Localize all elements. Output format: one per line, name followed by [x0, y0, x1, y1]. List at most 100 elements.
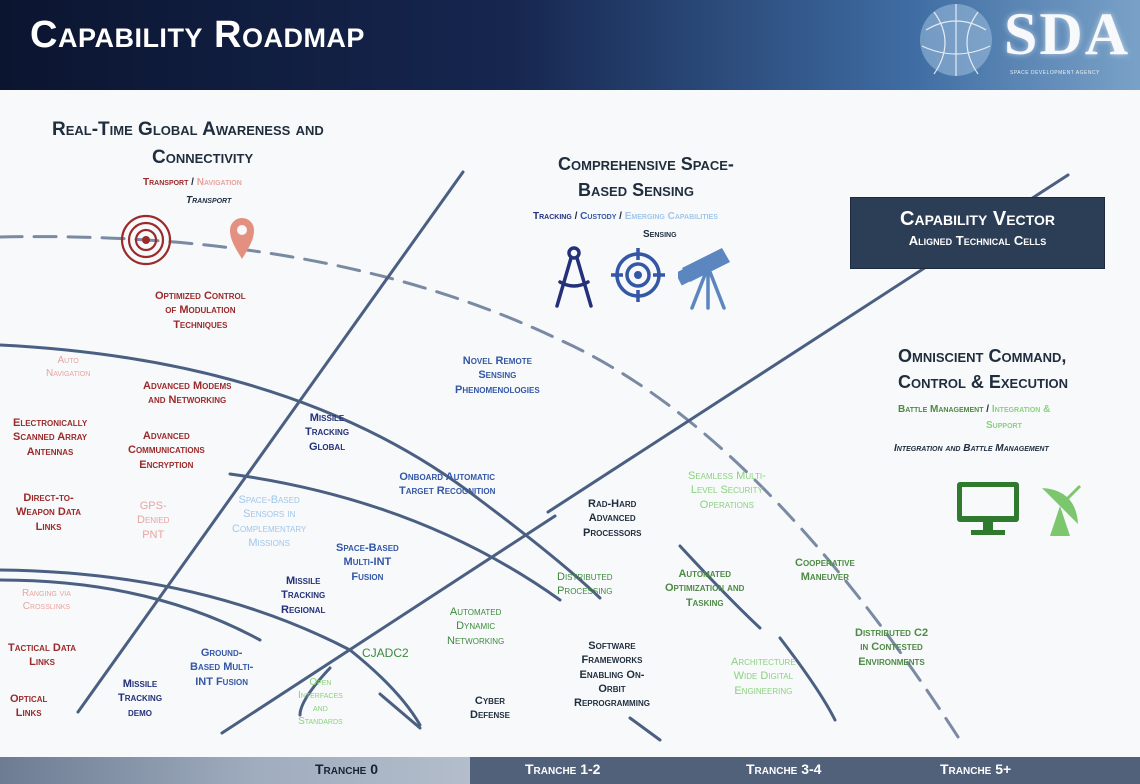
capability-text: Antennas [26, 445, 74, 458]
capability-auto-navigation: Auto Navigation [46, 354, 90, 380]
capability-text: Advanced [142, 430, 190, 442]
capability-text: Space-Based [238, 494, 300, 506]
capability-optical-links: Optical Links [10, 692, 47, 721]
capability-text: Missile [122, 678, 158, 690]
command-vector-label: Integration and Battle Management [894, 443, 1049, 454]
heading-sensing-line1: Comprehensive Space- [558, 154, 734, 174]
capability-text: Level Security [690, 484, 763, 497]
capability-text: Networking [447, 634, 505, 647]
capability-text: Software [588, 640, 636, 652]
capability-text: PNT [142, 528, 165, 541]
telescope-icon [678, 248, 730, 310]
capability-text: Processors [583, 526, 642, 539]
capability-distributed-processing: Distributed Processing [557, 570, 613, 599]
capability-vector-subtitle: Aligned Technical Cells [908, 233, 1047, 248]
cell-separator: / [619, 211, 622, 222]
capability-text: Advanced [588, 512, 636, 525]
command-cells: Battle Management / Integration & [898, 403, 1050, 416]
capability-text: Optimized Control [155, 290, 246, 302]
arc-9 [298, 666, 332, 717]
capability-text: Missile [285, 575, 321, 587]
capability-text: Open [309, 677, 332, 688]
logo-subtitle: SPACE DEVELOPMENT AGENCY [1010, 70, 1100, 76]
capability-text: Navigation [46, 368, 91, 379]
compass-icon [555, 246, 593, 308]
capability-tactical-data: Tactical Data Links [8, 641, 76, 670]
capability-text: Communications [128, 444, 205, 457]
capability-text: Tracking [281, 589, 326, 602]
capability-novel-remote: Novel Remote Sensing Phenomenologies [455, 354, 540, 397]
capability-text: INT Fusion [195, 675, 249, 688]
capability-text: Automated [678, 568, 731, 580]
capability-text: and Networking [148, 394, 227, 407]
capability-text: Denied [137, 514, 170, 527]
capability-optimized-control: Optimized Control of Modulation Techniqu… [155, 289, 246, 332]
capability-text: Dynamic [456, 620, 496, 633]
capability-text: CJADC2 [362, 646, 409, 660]
capability-direct-to-weapon: Direct-to- Weapon Data Links [16, 491, 81, 534]
sensing-cells: Tracking / Custody / Emerging Capabiliti… [533, 210, 718, 223]
capability-text: Interfaces [298, 690, 343, 701]
capability-text: Ground- [200, 647, 243, 659]
heading-command-line1: Omniscient Command, [898, 346, 1067, 366]
capability-text: Frameworks [581, 654, 643, 667]
capability-text: Auto [57, 355, 79, 366]
capability-text: Standards [298, 716, 343, 727]
arc-3 [228, 472, 562, 602]
satellite-dish-icon [1042, 484, 1082, 536]
capability-text: Defense [470, 709, 510, 722]
capability-text: Multi-INT [343, 556, 392, 569]
capability-text: Scanned Array [13, 431, 88, 444]
capability-text: Space-Based [336, 542, 399, 554]
capability-text: Distributed C2 [855, 627, 929, 639]
capability-text: Environments [858, 655, 925, 668]
vector-line-sensing [220, 514, 557, 735]
sda-globe-logo-icon [920, 4, 992, 76]
capability-ground-multi-int: Ground- Based Multi- INT Fusion [190, 646, 253, 689]
capability-rad-hard: Rad-Hard Advanced Processors [583, 497, 641, 540]
capability-text: Enabling On- [579, 668, 645, 681]
heading-command: Omniscient Command, Control & Execution [898, 343, 1068, 395]
heading-awareness-line2: Connectivity [152, 146, 254, 168]
capability-gps-denied: GPS- Denied PNT [137, 499, 169, 542]
sensing-vector-label: Sensing [643, 229, 677, 240]
heading-sensing-line2: Based Sensing [577, 180, 694, 201]
capability-text: Global [308, 440, 346, 453]
tranche-0-label: Tranche 0 [315, 761, 379, 777]
capability-missile-global: Missile Tracking Global [305, 411, 349, 454]
capability-text: Sensing [478, 369, 517, 382]
tranche-boundary-2 [0, 568, 422, 727]
arc-6 [778, 636, 837, 722]
tranche-1-2-label: Tranche 1-2 [525, 761, 601, 777]
capability-software-frameworks: Software Frameworks Enabling On- Orbit R… [574, 639, 650, 710]
capability-text: Cooperative [795, 557, 855, 569]
capability-text: Missions [248, 536, 290, 549]
capability-text: and [313, 703, 328, 714]
capability-text: Fusion [351, 570, 384, 583]
capability-cooperative-maneuver: Cooperative Maneuver [795, 556, 855, 585]
capability-vector-box: Capability Vector Aligned Technical Cell… [850, 197, 1105, 269]
capability-text: Engineering [734, 684, 793, 697]
arc-4 [0, 578, 262, 642]
capability-text: Target Recognition [399, 485, 496, 498]
capability-esa-antennas: Electronically Scanned Array Antennas [13, 416, 87, 459]
capability-vector-title: Capability Vector [900, 208, 1055, 230]
capability-text: Seamless Multi- [688, 470, 766, 482]
capability-text: Distributed [557, 571, 613, 583]
capability-text: Wide Digital [733, 670, 794, 683]
capability-advanced-modems: Advanced Modems and Networking [143, 379, 231, 408]
tranche-bar-highlight [0, 757, 470, 784]
capability-text: Links [29, 656, 55, 669]
heading-sensing: Comprehensive Space- Based Sensing [558, 151, 734, 203]
tranche-boundary-dashed [0, 235, 962, 742]
cell-separator: / [986, 404, 990, 415]
capability-text: Tracking [305, 426, 350, 439]
heading-command-line2: Control & Execution [898, 372, 1069, 393]
map-pin-icon [230, 218, 254, 259]
capability-text: Optical [10, 693, 48, 705]
capability-text: Encryption [139, 458, 194, 471]
capability-automated-dynamic: Automated Dynamic Networking [447, 605, 504, 648]
capability-text: Orbit [598, 682, 626, 695]
capability-text: Reprogramming [574, 697, 650, 710]
